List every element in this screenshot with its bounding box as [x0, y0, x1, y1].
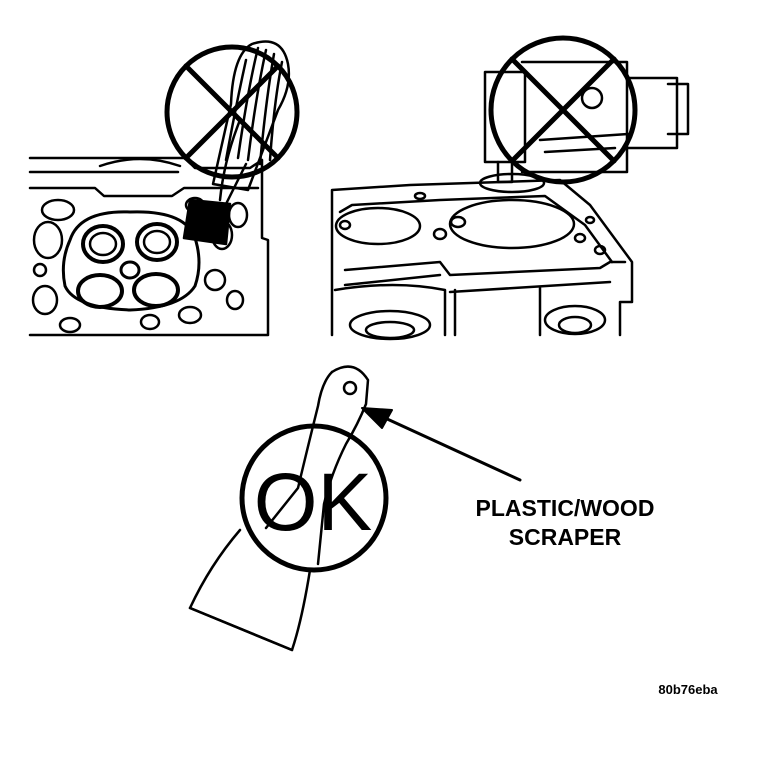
- circle-x-icon: [164, 44, 300, 180]
- scraper-callout-line1: PLASTIC/WOOD: [476, 495, 655, 521]
- figure-code: 80b76eba: [658, 682, 718, 697]
- right-block-illustration: [330, 178, 634, 341]
- approved-ok-label: OK: [254, 457, 372, 548]
- circle-ok-icon: [239, 423, 389, 573]
- scraper-icon: [188, 365, 370, 652]
- circle-x-icon: [488, 35, 638, 185]
- scraper-callout-line2: SCRAPER: [509, 524, 622, 550]
- callout-leader-arrow: [361, 407, 522, 482]
- grinder-icon: [478, 60, 690, 194]
- left-head-illustration: [28, 156, 270, 337]
